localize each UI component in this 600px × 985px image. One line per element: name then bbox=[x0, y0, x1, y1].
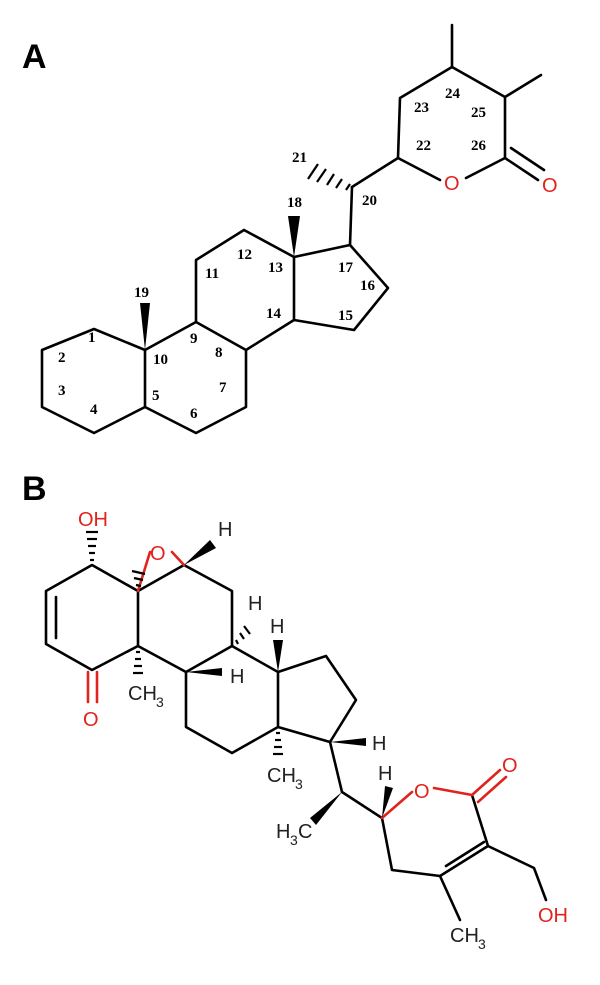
side-chain-bond bbox=[348, 185, 354, 247]
methyl-c13-label: CH 3 bbox=[267, 765, 303, 792]
panel-a-label: A bbox=[22, 38, 47, 76]
lactone-ring-o-bond-2 bbox=[432, 786, 474, 797]
hash-hydroxyl bbox=[86, 530, 98, 562]
ketone-oxygen-label: O bbox=[83, 709, 99, 731]
ring-d-bonds bbox=[276, 654, 358, 744]
svg-text:3: 3 bbox=[156, 694, 164, 710]
lactone-ring-oxygen-label: O bbox=[414, 781, 430, 803]
wedge-c18 bbox=[288, 216, 300, 257]
locant-7: 7 bbox=[219, 380, 227, 396]
locant-16: 16 bbox=[360, 278, 376, 294]
svg-text:CH: CH bbox=[450, 925, 479, 947]
locant-3: 3 bbox=[58, 383, 66, 399]
wedge-c19 bbox=[140, 303, 150, 350]
locant-23: 23 bbox=[414, 100, 429, 116]
locant-15: 15 bbox=[338, 308, 353, 324]
h-c6-label: H bbox=[218, 519, 232, 541]
ring-oxygen-label: O bbox=[444, 173, 460, 195]
locant-20: 20 bbox=[362, 193, 377, 209]
ring-b bbox=[143, 320, 248, 435]
hash-methyl-c13 bbox=[273, 731, 283, 756]
epoxide-bond-2 bbox=[170, 550, 186, 567]
ring-a-bonds bbox=[44, 563, 140, 672]
hash-h-c8 bbox=[235, 625, 251, 645]
lactone-ring-o-bond-1 bbox=[380, 790, 414, 820]
hydroxyl-top-label: OH bbox=[78, 509, 108, 531]
locant-26: 26 bbox=[471, 138, 487, 154]
wedge-h-c6 bbox=[184, 540, 216, 565]
h-c8-label: H bbox=[248, 593, 262, 615]
locant-4: 4 bbox=[90, 402, 98, 418]
locant-11: 11 bbox=[205, 266, 219, 282]
svg-text:3: 3 bbox=[295, 776, 303, 792]
locant-12: 12 bbox=[237, 247, 252, 263]
methyl-c25 bbox=[503, 73, 543, 99]
wedge-h-c17 bbox=[330, 738, 366, 746]
h-c9-label: H bbox=[230, 666, 244, 688]
panel-b: B bbox=[22, 470, 568, 952]
h-c17-label: H bbox=[372, 733, 386, 755]
epoxide-bond-1 bbox=[136, 550, 152, 593]
svg-text:CH: CH bbox=[128, 683, 157, 705]
locant-18: 18 bbox=[287, 195, 302, 211]
hash-epoxide-c5 bbox=[131, 569, 146, 588]
hash-methyl-c10 bbox=[133, 650, 143, 675]
methyl-c10-label: CH 3 bbox=[128, 683, 164, 710]
locant-1: 1 bbox=[88, 330, 96, 346]
locant-10: 10 bbox=[153, 352, 168, 368]
locant-19: 19 bbox=[134, 285, 149, 301]
side-chain-bond-2 bbox=[340, 790, 384, 820]
lactone-carbonyl-bond-1 bbox=[470, 768, 502, 797]
wedge-h-c9 bbox=[186, 668, 222, 676]
wedge-methyl-c20 bbox=[310, 792, 342, 825]
lactone-carbonyl-bond-2 bbox=[476, 775, 508, 804]
svg-text:3: 3 bbox=[478, 936, 486, 952]
locant-5: 5 bbox=[152, 388, 160, 404]
locant-13: 13 bbox=[268, 260, 283, 276]
hash-c21 bbox=[307, 163, 351, 191]
locant-25: 25 bbox=[471, 105, 486, 121]
locant-21: 21 bbox=[292, 150, 307, 166]
locant-8: 8 bbox=[215, 345, 223, 361]
panel-b-label: B bbox=[22, 470, 47, 508]
h-c14-label: H bbox=[270, 616, 284, 638]
h-c22-label: H bbox=[378, 763, 392, 785]
side-chain-bond-c22 bbox=[350, 156, 400, 189]
svg-text:CH: CH bbox=[267, 765, 296, 787]
ring-c-bonds bbox=[184, 644, 280, 755]
wedge-h-c22 bbox=[382, 786, 393, 818]
lactone-double-bond-inner bbox=[444, 840, 486, 868]
locant-9: 9 bbox=[190, 331, 198, 347]
side-chain-bond bbox=[328, 740, 344, 794]
wedge-h-c14 bbox=[273, 640, 283, 672]
lactone-carbonyl-oxygen-label: O bbox=[502, 755, 518, 777]
locant-17: 17 bbox=[338, 260, 354, 276]
carbonyl-bond-1 bbox=[503, 156, 540, 182]
lactone-ring-o-bond-1 bbox=[396, 156, 442, 182]
ring-d bbox=[292, 243, 390, 332]
panel-a: A O O bbox=[22, 23, 558, 435]
lactone-ring-o-bond-2 bbox=[464, 156, 507, 180]
hydroxymethyl-bond bbox=[486, 844, 548, 902]
methyl-c20-label: H 3 C bbox=[276, 821, 312, 848]
locant-14: 14 bbox=[266, 306, 282, 322]
locant-6: 6 bbox=[190, 406, 198, 422]
svg-text:3: 3 bbox=[290, 832, 298, 848]
carbonyl-oxygen-label: O bbox=[542, 175, 558, 197]
locant-2: 2 bbox=[58, 350, 66, 366]
ring-b-bonds bbox=[136, 563, 234, 674]
ring-c bbox=[194, 228, 296, 352]
epoxide-oxygen-label: O bbox=[150, 543, 166, 565]
lactone-methyl-bond bbox=[438, 874, 462, 922]
locant-22: 22 bbox=[416, 138, 431, 154]
locant-24: 24 bbox=[445, 86, 461, 102]
svg-text:C: C bbox=[298, 821, 312, 843]
methyl-lactone-label: CH 3 bbox=[450, 925, 486, 952]
hydroxymethyl-label: OH bbox=[538, 905, 568, 927]
lactone-ring-carbons bbox=[380, 793, 490, 878]
carbonyl-bond-2 bbox=[509, 146, 546, 172]
svg-text:H: H bbox=[276, 821, 290, 843]
